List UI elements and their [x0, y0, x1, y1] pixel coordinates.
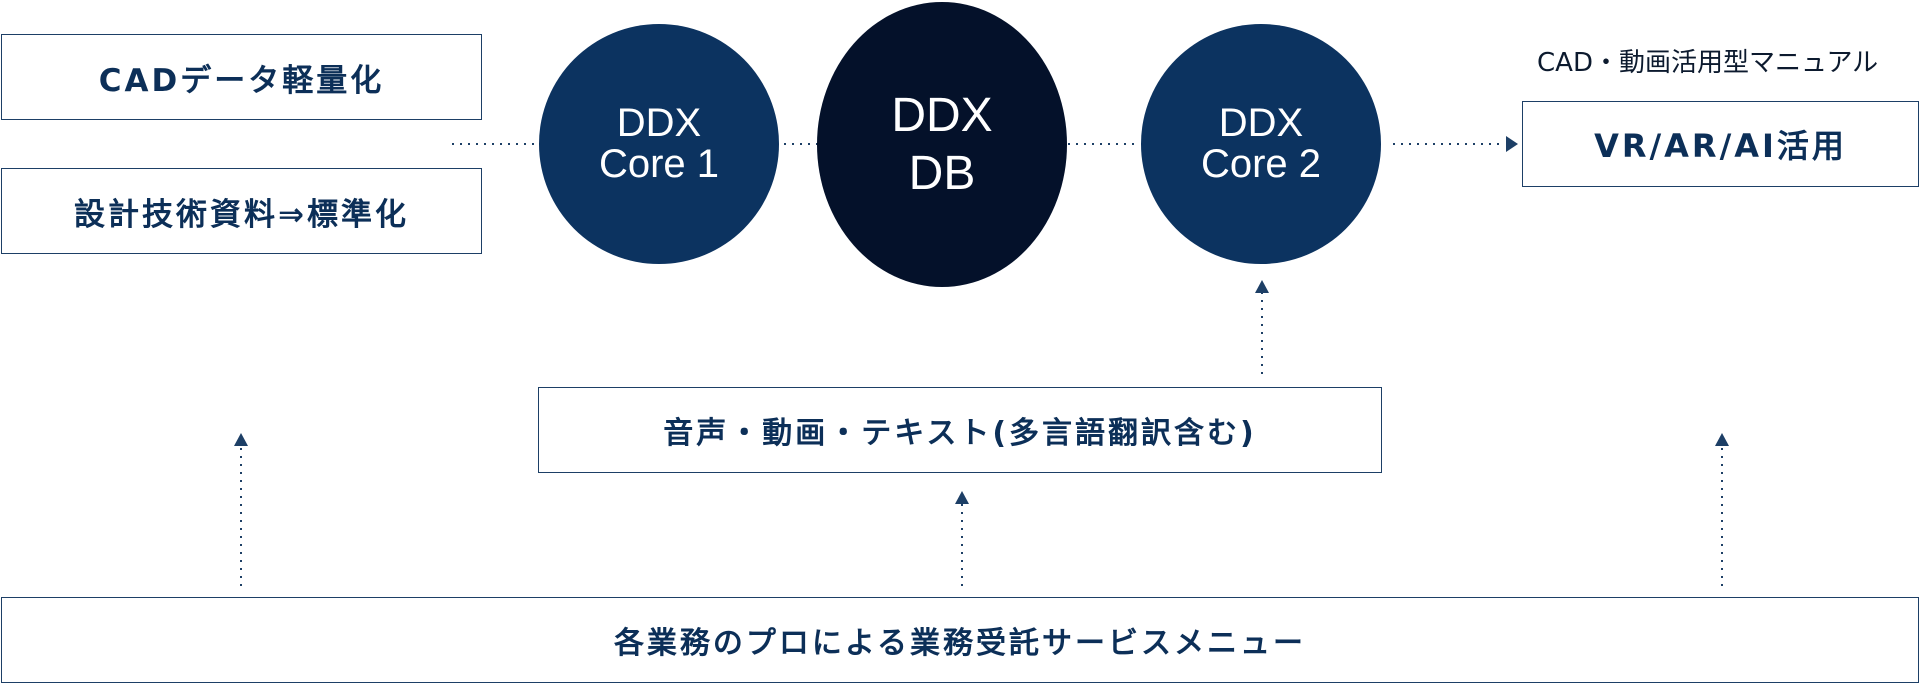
service-menu-label: 各業務のプロによる業務受託サービスメニュー — [613, 626, 1307, 661]
ddx-core1-circle: DDX Core 1 — [539, 24, 779, 264]
manual-caption: CAD・動画活用型マニュアル — [1537, 48, 1879, 78]
design-docs-label: 設計技術資料⇒標準化 — [74, 196, 409, 233]
arrowhead-up-icon — [1255, 280, 1269, 293]
db-line1: DDX — [891, 88, 993, 142]
db-line2: DB — [908, 146, 976, 200]
media-text-box: 音声・動画・テキスト(多言語翻訳含む) — [538, 387, 1382, 473]
core1-line1: DDX — [616, 101, 702, 145]
arrowhead-up-icon — [234, 433, 248, 446]
arrowhead-right-icon — [1506, 136, 1518, 152]
ddx-core2-circle: DDX Core 2 — [1141, 24, 1381, 264]
core2-line1: DDX — [1218, 101, 1304, 145]
media-text-label: 音声・動画・テキスト(多言語翻訳含む) — [663, 416, 1257, 451]
arrowhead-up-icon — [955, 491, 969, 504]
core2-line2: Core 2 — [1200, 142, 1322, 186]
service-menu-box: 各業務のプロによる業務受託サービスメニュー — [1, 597, 1919, 683]
core1-line2: Core 1 — [598, 142, 720, 186]
arrowhead-up-icon — [1715, 433, 1729, 446]
ddx-db-circle: DDX DB — [817, 2, 1067, 287]
cad-lightweight-label: CADデータ軽量化 — [98, 62, 385, 99]
design-docs-box: 設計技術資料⇒標準化 — [1, 168, 482, 254]
vr-ar-ai-label: VR/AR/AI活用 — [1594, 127, 1847, 165]
cad-lightweight-box: CADデータ軽量化 — [1, 34, 482, 120]
vr-ar-ai-box: VR/AR/AI活用 — [1522, 101, 1919, 187]
